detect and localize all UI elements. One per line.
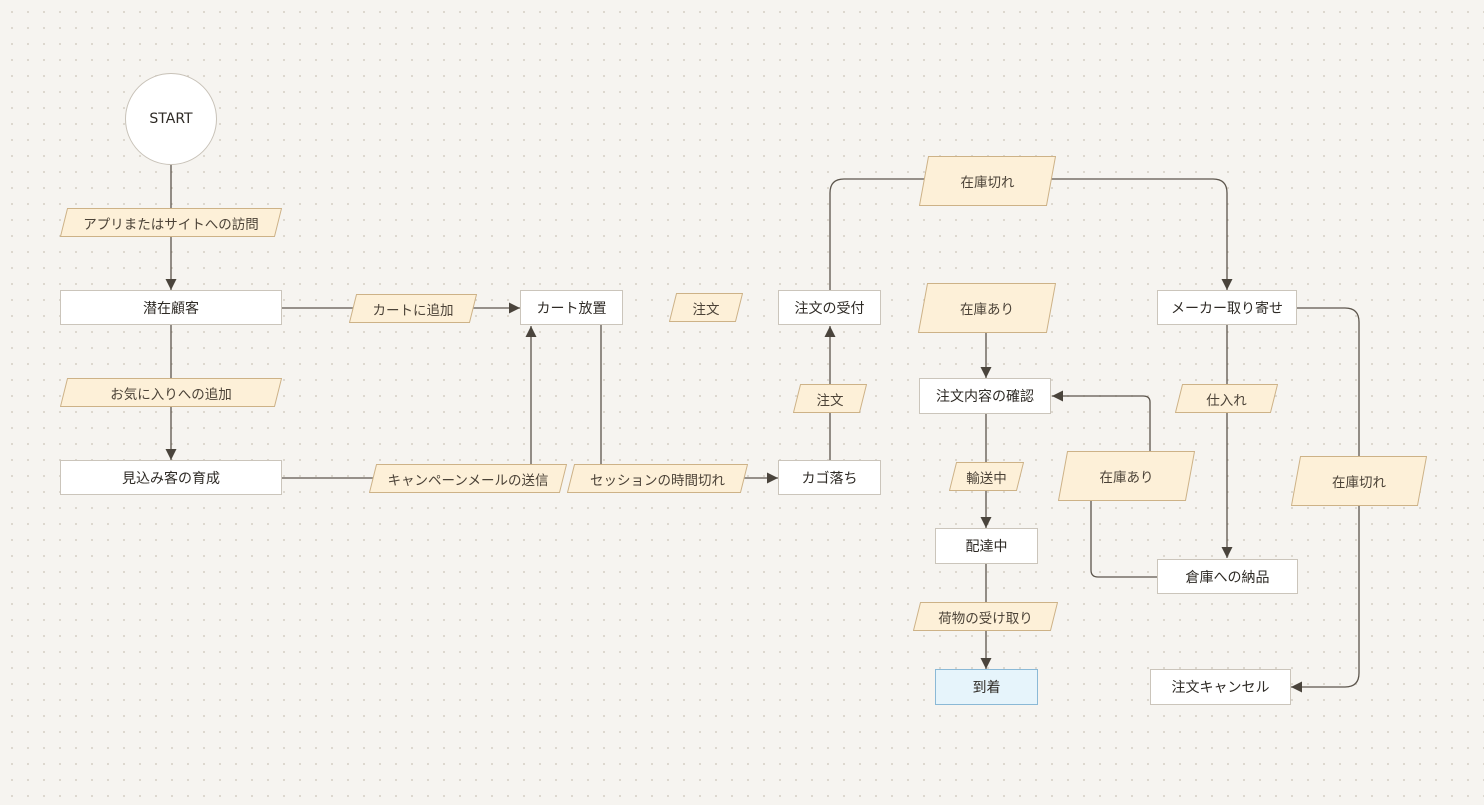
edge-lead-to-cart bbox=[282, 326, 537, 479]
out-of-stock-right-label-text: 在庫切れ bbox=[1332, 475, 1386, 491]
order-float-label: 注文 bbox=[669, 293, 743, 322]
visit-label-text: アプリまたはサイトへの訪問 bbox=[83, 216, 259, 233]
campaign-mail-label: キャンペーンメールの送信 bbox=[369, 464, 567, 493]
session-timeout-label: セッションの時間切れ bbox=[567, 464, 748, 493]
lead-nurturing-node[interactable]: 見込み客の育成 bbox=[60, 460, 282, 495]
in-transit-label-text: 輸送中 bbox=[966, 470, 1007, 487]
campaign-mail-label-text: キャンペーンメールの送信 bbox=[387, 472, 549, 489]
arrival-node[interactable]: 到着 bbox=[935, 669, 1038, 705]
purchase-label-text: 仕入れ bbox=[1206, 392, 1247, 409]
session-timeout-label-text: セッションの時間切れ bbox=[590, 472, 725, 489]
maker-order-node[interactable]: メーカー取り寄せ bbox=[1157, 290, 1297, 325]
edge-cart-to-basket bbox=[600, 325, 778, 484]
add-cart-label: カートに追加 bbox=[349, 294, 477, 323]
order-cancel-node[interactable]: 注文キャンセル bbox=[1150, 669, 1291, 705]
visit-label: アプリまたはサイトへの訪問 bbox=[60, 208, 282, 237]
favorite-label: お気に入りへの追加 bbox=[60, 378, 282, 407]
prospect-node[interactable]: 潜在顧客 bbox=[60, 290, 282, 325]
basket-drop-node[interactable]: カゴ落ち bbox=[778, 460, 881, 495]
in-stock-top-label-text: 在庫あり bbox=[960, 302, 1014, 318]
in-stock-mid-label: 在庫あり bbox=[1058, 451, 1195, 501]
out-of-stock-top-label-text: 在庫切れ bbox=[960, 175, 1015, 191]
in-stock-mid-label-text: 在庫あり bbox=[1099, 470, 1154, 486]
edge-warehouse-to-confirm bbox=[1052, 396, 1158, 578]
out-of-stock-top-label: 在庫切れ bbox=[919, 156, 1056, 206]
purchase-label: 仕入れ bbox=[1175, 384, 1278, 413]
order-up-label: 注文 bbox=[793, 384, 867, 413]
cart-abandon-node[interactable]: カート放置 bbox=[520, 290, 623, 325]
in-stock-top-label: 在庫あり bbox=[918, 283, 1056, 333]
favorite-label-text: お気に入りへの追加 bbox=[110, 386, 232, 403]
receive-package-label: 荷物の受け取り bbox=[913, 602, 1058, 631]
order-float-label-text: 注文 bbox=[692, 301, 720, 318]
start-node[interactable]: START bbox=[125, 73, 217, 165]
order-accept-node[interactable]: 注文の受付 bbox=[778, 290, 881, 325]
add-cart-label-text: カートに追加 bbox=[372, 302, 454, 319]
out-of-stock-right-label: 在庫切れ bbox=[1291, 456, 1427, 506]
warehouse-delivery-node[interactable]: 倉庫への納品 bbox=[1157, 559, 1298, 594]
delivering-node[interactable]: 配達中 bbox=[935, 528, 1038, 564]
order-up-label-text: 注文 bbox=[816, 392, 844, 409]
order-confirm-node[interactable]: 注文内容の確認 bbox=[919, 378, 1051, 414]
in-transit-label: 輸送中 bbox=[949, 462, 1024, 491]
receive-package-label-text: 荷物の受け取り bbox=[938, 610, 1033, 627]
